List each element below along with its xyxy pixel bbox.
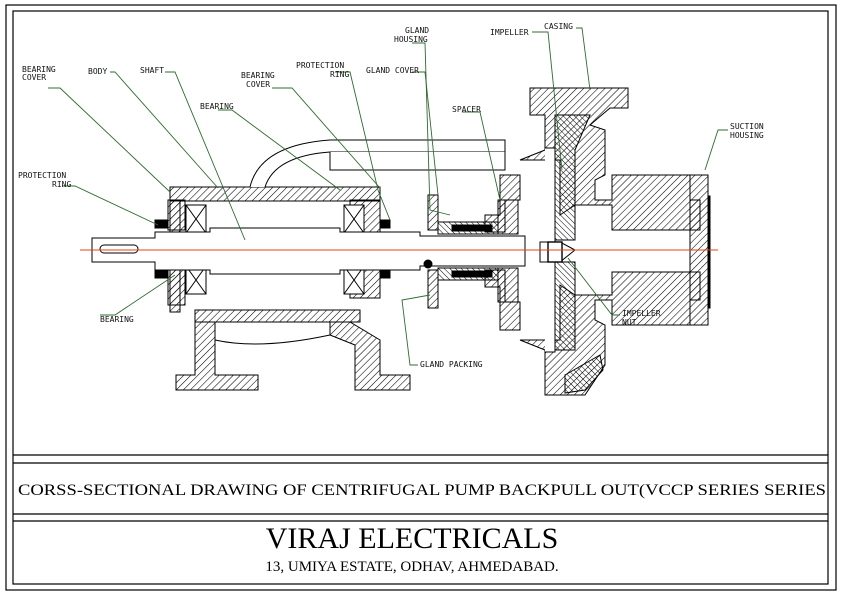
label-protection-ring-top-2: RING <box>330 70 349 79</box>
label-gland-packing: GLAND PACKING <box>420 360 483 369</box>
label-protection-ring-left-2: RING <box>52 180 71 189</box>
bearing-housing <box>167 139 506 391</box>
label-shaft: SHAFT <box>140 66 164 75</box>
drawing-title: CORSS-SECTIONAL DRAWING OF CENTRIFUGAL P… <box>18 482 826 499</box>
label-protection-ring-left-1: PROTECTION <box>18 171 66 180</box>
component-labels: BEARING COVER BODY SHAFT BEARING BEARING… <box>18 22 764 369</box>
label-bearing-cover-mid-1: BEARING <box>241 71 275 80</box>
label-spacer: SPACER <box>452 105 481 114</box>
label-impeller: IMPELLER <box>490 28 529 37</box>
label-bearing-cover-mid-2: COVER <box>246 80 270 89</box>
company-name: VIRAJ ELECTRICALS <box>266 522 559 555</box>
label-gland-cover: GLAND COVER <box>366 66 419 75</box>
label-impeller-nut-2: NUT <box>622 318 637 327</box>
label-protection-ring-top-1: PROTECTION <box>296 61 344 70</box>
label-gland-housing-2: HOUSING <box>394 35 428 44</box>
label-casing: CASING <box>544 22 573 31</box>
label-impeller-nut-1: IMPELLER <box>622 309 661 318</box>
bearings <box>185 204 365 295</box>
label-bearing-cover-left-2: COVER <box>22 73 46 82</box>
title-block: CORSS-SECTIONAL DRAWING OF CENTRIFUGAL P… <box>18 482 826 575</box>
company-address: 13, UMIYA ESTATE, ODHAV, AHMEDABAD. <box>265 559 558 575</box>
label-bearing-cover-left-1: BEARING <box>22 65 56 74</box>
drawing-frame <box>5 4 837 591</box>
leader-lines <box>48 27 728 366</box>
label-bearing-bottom: BEARING <box>100 315 134 324</box>
label-body: BODY <box>88 67 107 76</box>
label-gland-housing-1: GLAND <box>405 26 429 35</box>
label-suction-housing-2: HOUSING <box>730 131 764 140</box>
label-bearing-top: BEARING <box>200 102 234 111</box>
pump-section-drawing <box>80 87 718 396</box>
shaft <box>91 227 526 275</box>
label-suction-housing-1: SUCTION <box>730 122 764 131</box>
pump-casing <box>519 87 711 396</box>
gland-assembly <box>423 174 521 331</box>
